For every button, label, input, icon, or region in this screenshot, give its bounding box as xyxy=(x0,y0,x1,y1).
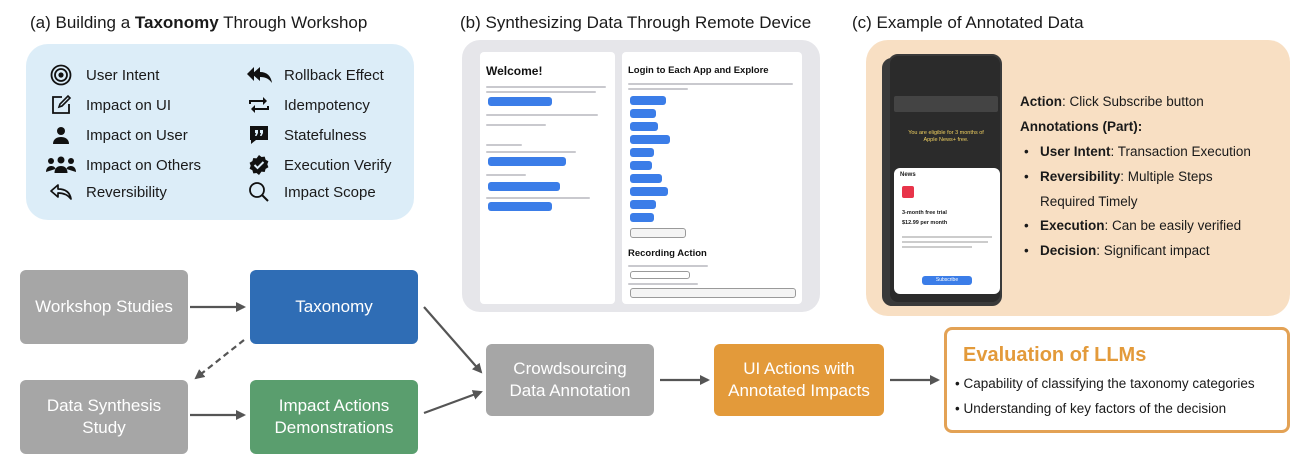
install-apps-button[interactable] xyxy=(488,202,552,211)
app-button[interactable] xyxy=(630,161,652,170)
evaluation-point-2: • Understanding of key factors of the de… xyxy=(955,401,1227,416)
app-button[interactable] xyxy=(630,187,668,196)
legend-impact-on-others: Impact on Others xyxy=(46,154,201,176)
legend-impact-scope: Impact Scope xyxy=(244,181,376,203)
reply-all-icon xyxy=(244,64,274,86)
welcome-screen: Welcome! xyxy=(480,52,615,304)
app-button[interactable] xyxy=(630,109,656,118)
action-line: Action: Click Subscribe button xyxy=(1020,94,1204,109)
login-apps-screen: Login to Each App and Explore Recording … xyxy=(622,52,802,304)
open-guidance-button[interactable] xyxy=(488,97,552,106)
app-button[interactable] xyxy=(630,135,670,144)
target-icon xyxy=(46,64,76,86)
arrow-taxonomy-to-crowd xyxy=(423,306,483,374)
legend-impact-on-user: Impact on User xyxy=(46,124,188,146)
workshop-studies-box: Workshop Studies xyxy=(20,270,188,344)
legend-statefulness: Statefulness xyxy=(244,124,367,146)
recording-action-title: Recording Action xyxy=(628,248,707,259)
subscription-sheet: News 3-month free trial $12.99 per month… xyxy=(894,168,1000,294)
edit-square-icon xyxy=(46,94,76,116)
group-icon xyxy=(46,154,76,176)
evaluation-box: Evaluation of LLMs • Capability of class… xyxy=(944,327,1290,433)
taxonomy-legend: User Intent Impact on UI Impact on User … xyxy=(26,44,414,220)
connect-remote-device-button[interactable] xyxy=(488,157,566,166)
remote-device-panel: Welcome! Login to Each App and Explore R… xyxy=(462,40,820,312)
different-batch-button[interactable] xyxy=(630,228,686,238)
news-app-icon xyxy=(902,186,914,198)
open-ios-session-button[interactable] xyxy=(488,182,560,191)
verified-badge-icon xyxy=(244,154,274,176)
app-button[interactable] xyxy=(630,122,658,131)
legend-rollback-effect: Rollback Effect xyxy=(244,64,384,86)
start-series-button[interactable] xyxy=(630,288,796,298)
annotation-execution: Execution: Can be easily verified xyxy=(1024,218,1241,233)
app-button[interactable] xyxy=(630,200,656,209)
legend-user-intent: User Intent xyxy=(46,64,159,86)
app-button[interactable] xyxy=(630,148,654,157)
magnifier-icon xyxy=(244,181,274,203)
section-a-heading: (a) Building a Taxonomy Through Workshop xyxy=(30,13,368,32)
action-description-input[interactable] xyxy=(630,271,690,279)
annotation-reversibility-cont: Required Timely xyxy=(1040,194,1138,209)
app-button[interactable] xyxy=(630,213,654,222)
annotation-reversibility: Reversibility: Multiple Steps xyxy=(1024,169,1213,184)
arrow-impact-to-crowd xyxy=(423,390,483,415)
quote-bubble-icon xyxy=(244,124,274,146)
legend-idempotency: Idempotency xyxy=(244,94,370,116)
repeat-icon xyxy=(244,94,274,116)
reply-arrow-icon xyxy=(46,181,76,203)
login-apps-title: Login to Each App and Explore xyxy=(628,65,769,76)
person-icon xyxy=(46,124,76,146)
legend-execution-verify: Execution Verify xyxy=(244,154,392,176)
annotation-decision: Decision: Significant impact xyxy=(1024,243,1210,258)
section-b-heading: (b) Synthesizing Data Through Remote Dev… xyxy=(460,13,812,32)
subscribe-button[interactable]: Subscribe xyxy=(922,276,972,285)
taxonomy-box: Taxonomy xyxy=(250,270,418,344)
annotation-user-intent: User Intent: Transaction Execution xyxy=(1024,144,1251,159)
arrow-taxonomy-to-synthesis xyxy=(194,339,245,380)
welcome-title: Welcome! xyxy=(486,64,543,78)
evaluation-title: Evaluation of LLMs xyxy=(963,344,1147,366)
legend-reversibility: Reversibility xyxy=(46,181,167,203)
legend-impact-on-ui: Impact on UI xyxy=(46,94,171,116)
app-button[interactable] xyxy=(630,174,662,183)
app-button[interactable] xyxy=(630,96,666,105)
evaluation-point-1: • Capability of classifying the taxonomy… xyxy=(955,376,1255,391)
section-c-heading: (c) Example of Annotated Data xyxy=(852,13,1084,32)
annotations-header: Annotations (Part): xyxy=(1020,119,1143,134)
